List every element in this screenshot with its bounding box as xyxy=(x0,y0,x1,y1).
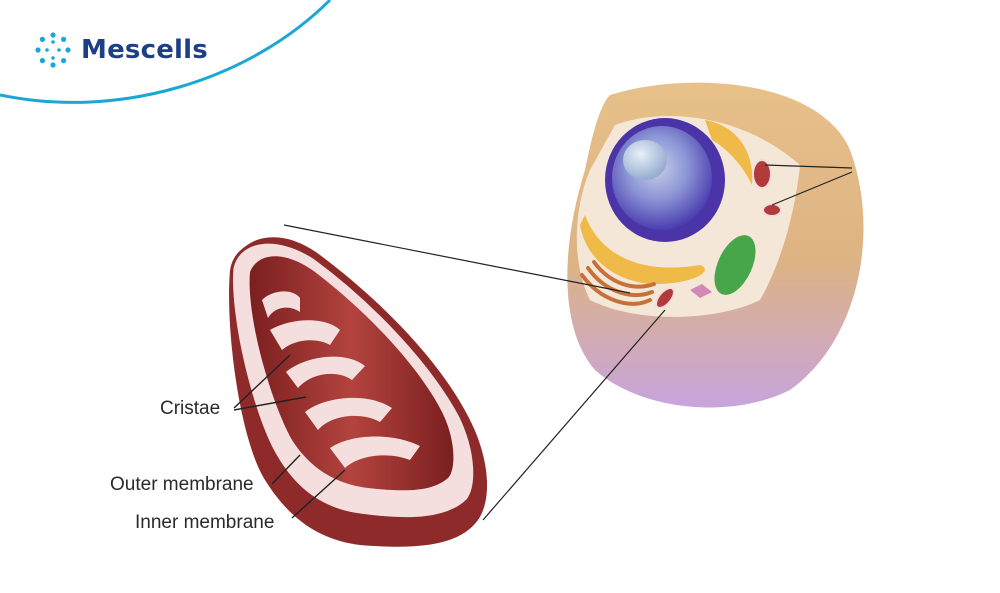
cristae-folds xyxy=(262,291,420,468)
label-cristae: Cristae xyxy=(160,398,221,419)
cell-mitochondrion-3 xyxy=(762,203,782,217)
mescells-logo-icon xyxy=(35,32,71,68)
brand-logo[interactable]: Mescells xyxy=(33,30,208,70)
endoplasmic-reticulum-top xyxy=(705,120,753,185)
nucleus xyxy=(612,126,712,230)
label-inner-membrane: Inner membrane xyxy=(135,512,275,533)
mito-leader-lines xyxy=(233,354,346,519)
brand-name: Mescells xyxy=(81,35,208,65)
green-organelle xyxy=(714,235,756,295)
cell-mitochondrion-1 xyxy=(655,287,675,309)
vesicles xyxy=(690,284,712,298)
label-outer-membrane: Outer membrane xyxy=(110,474,254,495)
cell-mitochondrion-2 xyxy=(752,159,772,189)
golgi-apparatus xyxy=(580,260,656,306)
brand-arc xyxy=(0,0,332,104)
mitochondrion-large xyxy=(229,237,488,547)
leader-lines xyxy=(283,164,853,521)
endoplasmic-reticulum xyxy=(580,215,705,285)
nucleolus xyxy=(623,140,667,180)
cell-illustration xyxy=(567,82,864,408)
